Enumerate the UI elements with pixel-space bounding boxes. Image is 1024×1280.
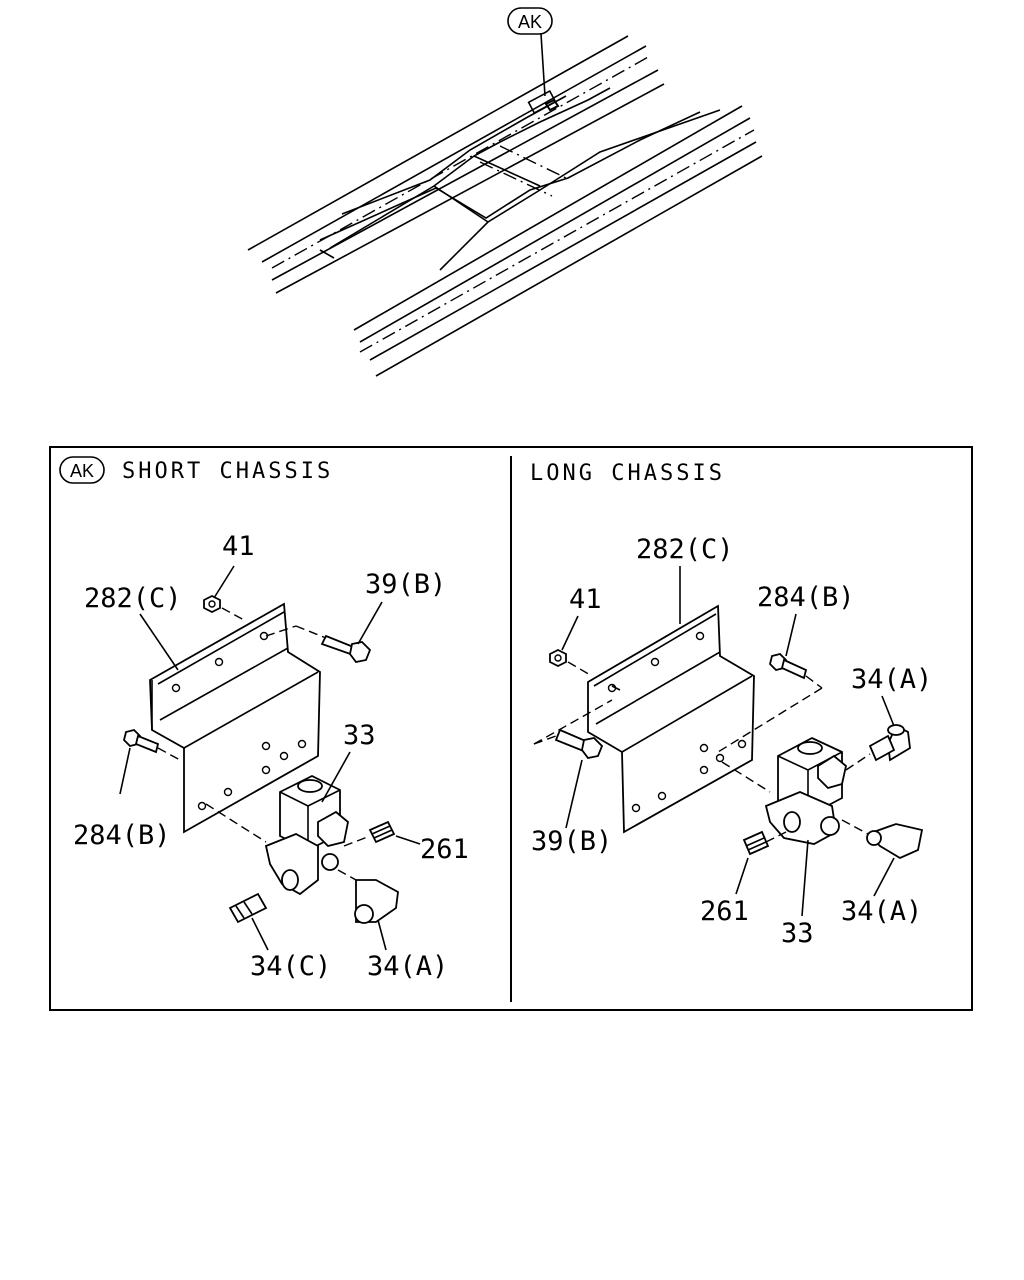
label-fitting-34a-bottom: 34(A) [841,896,922,927]
label-plug-261: 261 [700,896,749,927]
bolt-39b [265,625,372,663]
fitting-34a-top [845,724,911,771]
valve-33 [205,774,349,896]
label-bolt-39b: 39(B) [531,826,612,857]
fitting-34a-bottom [841,819,924,860]
label-nut-41: 41 [569,584,602,615]
long-chassis-title: LONG CHASSIS [530,461,725,486]
view-tag-ak: AK [518,12,542,32]
bolt-39b [533,685,621,759]
chassis-frame-overview: AK [247,7,763,377]
label-bolt-39b: 39(B) [365,569,446,600]
short-chassis-panel: AK SHORT CHASSIS [59,456,469,982]
valve-33 [721,736,847,845]
view-tag-ak: AK [70,461,94,481]
view-tag-oval [59,456,105,484]
fitting-34c [228,892,268,924]
view-tag-oval [507,7,553,35]
detail-frame [49,446,973,1011]
label-valve-33: 33 [343,720,376,751]
nut-41 [549,648,593,677]
bracket-282c [149,602,321,834]
label-fitting-34a: 34(A) [367,951,448,982]
label-bolt-284b: 284(B) [73,820,171,851]
fitting-34a [337,869,399,924]
label-fitting-34c: 34(C) [250,951,331,982]
label-bolt-284b: 284(B) [757,582,855,613]
label-bracket-282c: 282(C) [84,583,182,614]
label-bracket-282c: 282(C) [636,534,734,565]
long-chassis-panel: LONG CHASSIS [530,461,932,949]
plug-261 [742,830,787,856]
label-fitting-34a-top: 34(A) [851,664,932,695]
label-plug-261: 261 [420,834,469,865]
bolt-284b [123,729,181,761]
bolt-284b [717,653,823,753]
plug-261 [343,820,396,847]
label-nut-41: 41 [222,531,255,562]
nut-41 [203,594,245,621]
bracket-282c [587,604,755,834]
label-valve-33: 33 [781,918,814,949]
short-chassis-title: SHORT CHASSIS [122,459,333,484]
